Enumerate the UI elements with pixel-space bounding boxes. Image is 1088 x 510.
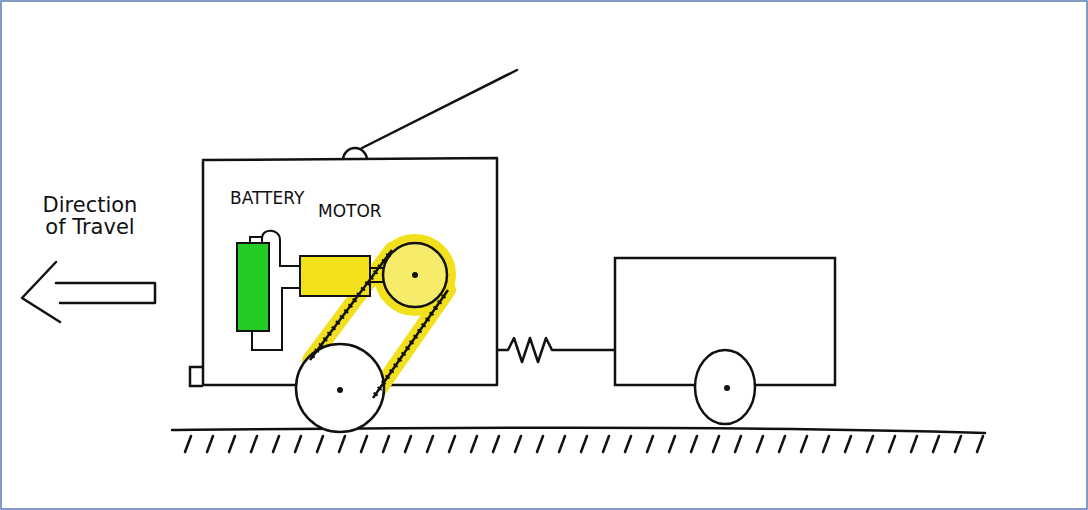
belt-teeth [312, 253, 446, 395]
battery [237, 243, 269, 331]
axle [337, 387, 343, 393]
part-label: MOTOR [318, 203, 438, 221]
battery-terminal [250, 237, 262, 243]
ground [172, 428, 985, 452]
bumper [190, 367, 203, 386]
wire [252, 288, 300, 350]
motor [300, 256, 370, 296]
front-wheel [296, 344, 384, 432]
antenna [362, 70, 517, 148]
direction-label: Direction of Travel [34, 194, 146, 238]
pulley [383, 243, 447, 307]
wire [262, 231, 300, 266]
axle [412, 272, 418, 278]
spring [497, 338, 615, 362]
axle [724, 385, 730, 391]
belt [310, 250, 448, 398]
direction-arrow [22, 262, 155, 322]
trailer-wheel [695, 350, 755, 424]
